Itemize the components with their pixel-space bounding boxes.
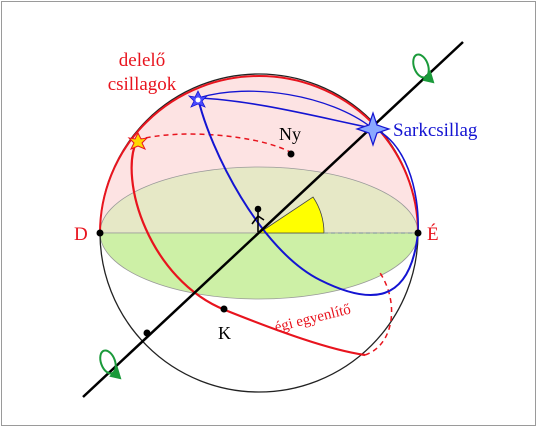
point-south-pole (143, 329, 151, 337)
culminating-star-yellow-icon (127, 131, 149, 150)
label-south: D (74, 224, 88, 245)
label-east: K (218, 323, 231, 343)
north-star-icon (355, 111, 391, 147)
label-north-star: Sarkcsillag (393, 120, 478, 141)
label-celestial-equator: égi egyenlítő (273, 302, 352, 336)
observer-icon (251, 205, 265, 232)
point-east (220, 305, 228, 313)
label-culminating-stars-1: delelő (119, 50, 165, 71)
rotation-arrow-bottom-icon (99, 349, 122, 380)
label-north: É (427, 223, 439, 245)
celestial-equator (130, 133, 393, 357)
horizon-plane-back (99, 166, 419, 234)
point-west (287, 150, 295, 158)
latitude-angle (257, 196, 325, 234)
label-culminating-stars-2: csillagok (108, 74, 177, 95)
rotation-arrow-top-icon (412, 53, 435, 84)
point-north (414, 229, 422, 237)
culminating-star-blue-icon (187, 90, 209, 108)
horizon-plane-front (99, 232, 419, 300)
label-west: Ny (279, 124, 301, 144)
world-axis (82, 41, 464, 398)
point-south (96, 229, 104, 237)
meridian-upper (99, 75, 419, 233)
